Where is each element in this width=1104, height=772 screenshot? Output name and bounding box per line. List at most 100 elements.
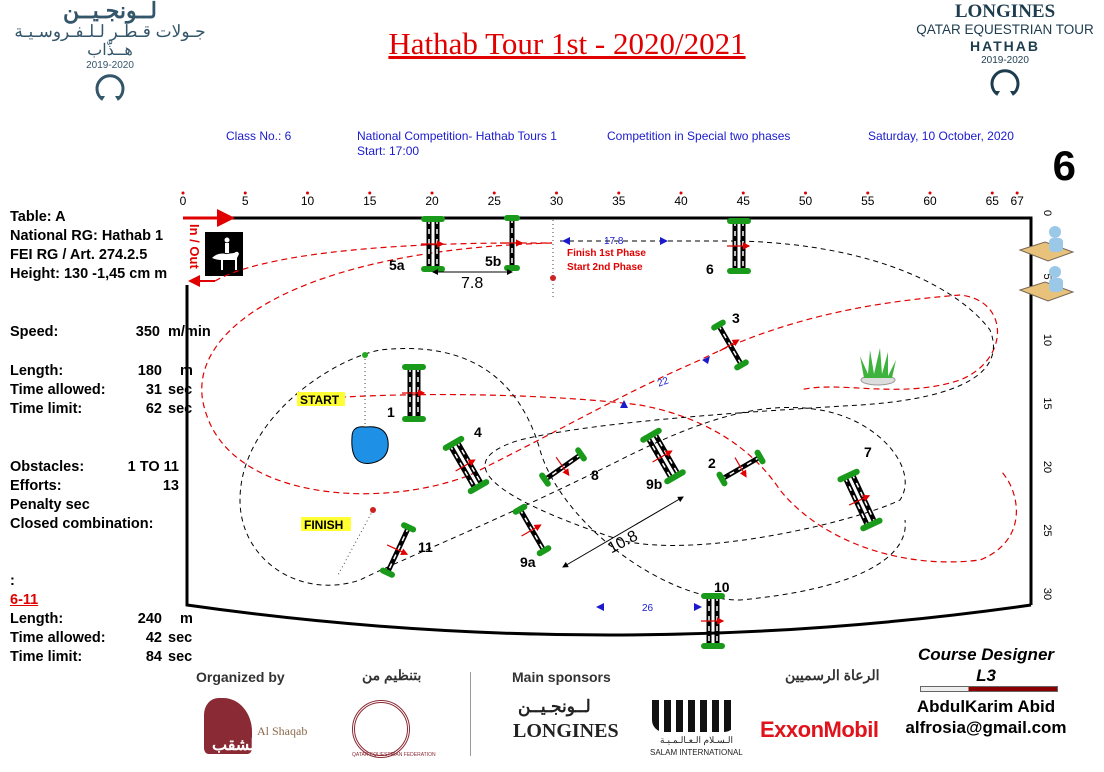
- length-unit: m: [180, 611, 193, 627]
- designer-email[interactable]: alfrosia@gmail.com: [905, 718, 1067, 737]
- ruler-tick: [306, 191, 309, 195]
- time-limit-label: Time limit:: [10, 649, 83, 665]
- horse-rider-icon: [205, 232, 243, 276]
- jump-label: 11: [418, 539, 433, 555]
- efforts-value: 13: [162, 478, 179, 494]
- exxonmobil-logo: ExxonMobil: [760, 717, 879, 742]
- x-tick-label: 20: [425, 194, 439, 208]
- ruler-tick: [866, 191, 870, 195]
- ruler-tick: [181, 191, 185, 195]
- logo-longines-tour: LONGINES QATAR EQUESTRIAN TOUR HATHAB 20…: [905, 2, 1104, 103]
- x-tick-label: 60: [923, 194, 937, 208]
- designer-title: Course Designer: [917, 645, 1055, 664]
- designer-name: AbdulKarim Abid: [916, 697, 1056, 716]
- x-tick-label: 30: [550, 194, 564, 208]
- time-allowed-value: 42: [145, 630, 162, 646]
- x-tick-label: 35: [612, 194, 626, 208]
- jump-label: 9b: [646, 476, 662, 492]
- y-tick-label: 25: [1041, 524, 1053, 536]
- x-tick-label: 5: [242, 194, 249, 208]
- jump-9b: [640, 427, 686, 485]
- class-number: Class No.: 6: [226, 129, 292, 143]
- jump-8: [539, 447, 587, 487]
- jump-7: [837, 468, 883, 532]
- table-type: Table: A: [10, 209, 66, 225]
- national-rg: National RG: Hathab 1: [10, 228, 164, 244]
- competition-date: Saturday, 10 October, 2020: [868, 129, 1014, 143]
- al-shaqab-text: Al Shaqab: [257, 724, 308, 738]
- jump-label: 6: [706, 261, 714, 277]
- jump-label: 9a: [520, 554, 536, 570]
- jump-label: 5b: [485, 253, 501, 269]
- ruler-tick: [741, 191, 745, 195]
- start-time: Start: 17:00: [357, 144, 420, 158]
- specs-header: Table: A National RG: Hathab 1 FEI RG / …: [10, 208, 167, 284]
- logo-arabic-tour: جـولات قـطـر لـلـفـروسـيـة: [14, 22, 206, 41]
- ruler-tick: [804, 191, 807, 195]
- time-limit-label: Time limit:: [10, 401, 83, 417]
- finish-flag: [370, 507, 376, 513]
- height: Height: 130 -1,45 cm m: [10, 266, 168, 282]
- jump-label: 10: [714, 579, 730, 595]
- penalty: Penalty sec: [10, 497, 90, 513]
- main-sponsors-arabic: الرعاة الرسميين: [785, 667, 880, 683]
- time-limit-value: 62: [145, 401, 162, 417]
- x-tick-label: 67: [1010, 194, 1024, 208]
- jump-label: 4: [474, 424, 482, 440]
- footer-divider: [470, 672, 471, 756]
- fei-rg: FEI RG / Art. 274.2.5: [10, 247, 148, 263]
- jump-label: 1: [387, 404, 395, 420]
- al-shaqab-arabic: الشقب: [212, 737, 260, 754]
- length-value: 240: [137, 611, 162, 627]
- speed-value: 350: [135, 324, 160, 340]
- jump-label: 3: [732, 310, 740, 326]
- length-value: 180: [137, 363, 162, 379]
- jump-11: [379, 522, 417, 578]
- main-sponsors-label: Main sponsors: [512, 669, 611, 685]
- salam-text: SALAM INTERNATIONAL: [650, 748, 743, 757]
- logo-years: 2019-2020: [86, 60, 134, 71]
- ruler-tick: [617, 191, 621, 195]
- efforts-label: Efforts:: [10, 478, 62, 494]
- horseshoe-icon: [990, 69, 1020, 96]
- length-label: Length:: [10, 363, 64, 379]
- phase2-title: 6-11: [10, 592, 39, 608]
- horseshoe-icon: [95, 74, 125, 101]
- course-route-phase1: [201, 242, 1017, 563]
- jump-3: [711, 319, 749, 371]
- jump-9a: [512, 503, 552, 557]
- ruler-tick: [679, 191, 683, 195]
- x-tick-label: 40: [674, 194, 688, 208]
- course-route-phase2: [239, 240, 994, 601]
- ruler-tick: [243, 191, 247, 195]
- logo-tour: QATAR EQUESTRIAN TOUR: [916, 22, 1094, 37]
- page-title: Hathab Tour 1st - 2020/2021: [0, 26, 1104, 62]
- ruler-tick: [430, 191, 434, 195]
- shrub-decoration: [860, 348, 896, 386]
- x-tick-label: 55: [861, 194, 875, 208]
- finish-label: FINISH: [304, 518, 343, 532]
- ruler-tick: [368, 191, 372, 195]
- distance-26: 26: [642, 603, 654, 614]
- organized-by-arabic: بتنظيم من: [362, 667, 422, 683]
- qef-text: QATAR EQUESTRIAN FEDERATION: [352, 752, 436, 758]
- finish-phase1-label: Finish 1st Phase: [567, 248, 646, 259]
- title-text: Hathab Tour 1st - 2020/2021: [388, 26, 746, 61]
- obstacles-value: 1 TO 11: [127, 459, 179, 475]
- judges-booth-icon: [1018, 226, 1075, 302]
- x-tick-label: 25: [488, 194, 502, 208]
- jump-6: [727, 218, 751, 274]
- ruler-tick: [492, 191, 496, 195]
- y-tick-label: 20: [1041, 461, 1053, 473]
- colon: :: [10, 573, 15, 589]
- distance-5ab: 7.8: [461, 275, 483, 292]
- logo-longines-tour-arabic: لــونجـيــن جـولات قـطـر لـلـفـروسـيـة ه…: [10, 0, 210, 108]
- distance-9-line: [562, 496, 684, 568]
